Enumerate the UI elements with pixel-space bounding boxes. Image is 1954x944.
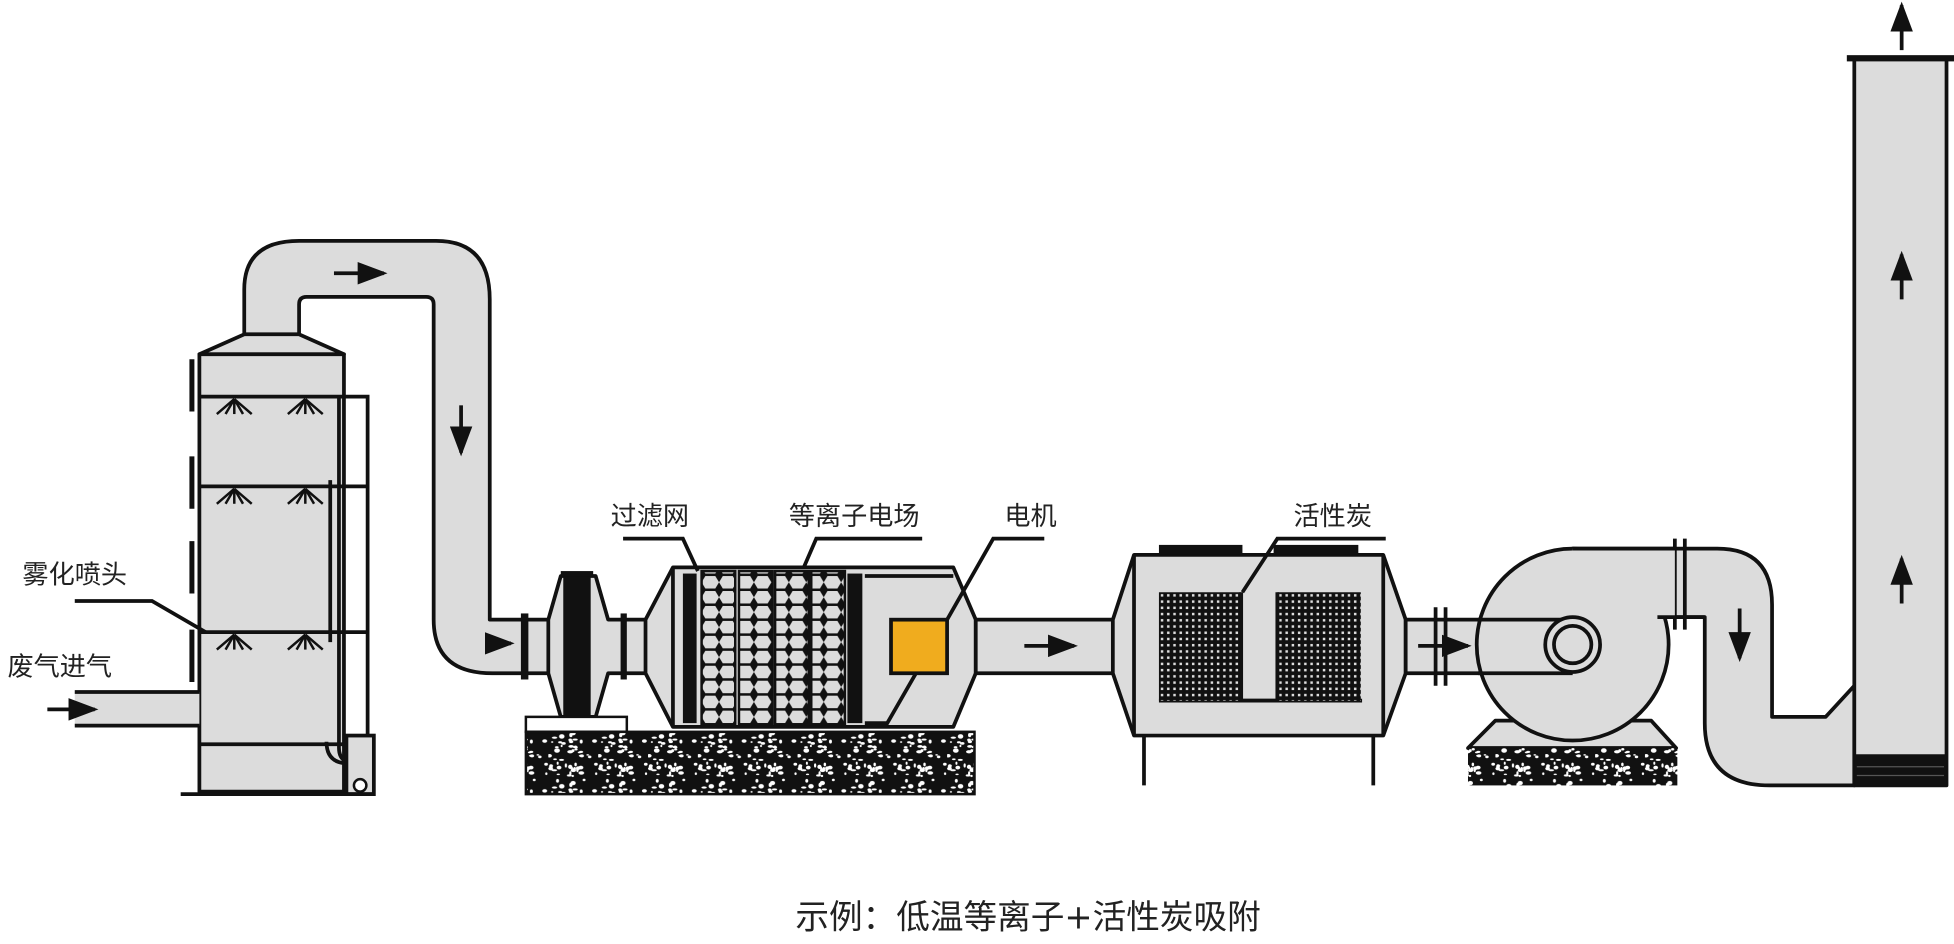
filter-screen bbox=[847, 573, 863, 724]
adsorber-housing bbox=[1110, 553, 1408, 738]
stack-body bbox=[1852, 57, 1949, 788]
fan-base bbox=[1467, 748, 1678, 786]
leader-lines bbox=[74, 536, 1386, 634]
spray-piping bbox=[180, 394, 376, 797]
label-filter: 过滤网 bbox=[611, 502, 689, 532]
label-carbon: 活性炭 bbox=[1294, 502, 1372, 532]
plasma-cell bbox=[737, 569, 774, 726]
label-nozzle: 雾化喷头 bbox=[22, 561, 127, 591]
duct-elbow-top bbox=[242, 238, 526, 676]
carbon-bed bbox=[1277, 592, 1361, 701]
connecting-pipe bbox=[973, 617, 1118, 676]
spray-nozzle-icon bbox=[216, 633, 253, 651]
plasma-cell bbox=[700, 569, 737, 726]
spray-nozzle-icon bbox=[216, 487, 253, 505]
spray-nozzle-icon bbox=[216, 398, 253, 415]
carbon-bed bbox=[1158, 592, 1242, 701]
spray-nozzle-icon bbox=[287, 487, 324, 505]
motor-box bbox=[889, 617, 949, 676]
adsorber-legs bbox=[1142, 735, 1376, 786]
pump-icon bbox=[352, 777, 368, 793]
filter-stand bbox=[524, 715, 629, 734]
centrifugal-fan bbox=[1466, 546, 1705, 786]
exhaust-stack bbox=[1846, 1, 1954, 788]
diagram-caption: 示例：低温等离子+活性炭吸附 bbox=[795, 898, 1260, 937]
filter-screen bbox=[682, 573, 697, 724]
filter-unit bbox=[520, 571, 650, 719]
base-gravel bbox=[524, 730, 976, 796]
plasma-unit bbox=[524, 565, 978, 796]
duct-arrow-icons bbox=[333, 262, 515, 655]
access-cap bbox=[1158, 544, 1243, 555]
tower-body bbox=[197, 352, 346, 794]
stack-rim bbox=[1846, 55, 1954, 62]
access-cap bbox=[1273, 544, 1359, 555]
tower-hood bbox=[197, 332, 346, 357]
plasma-cell bbox=[810, 569, 847, 726]
label-inlet: 废气进气 bbox=[7, 653, 112, 683]
spray-tower bbox=[47, 238, 526, 797]
plasma-cell bbox=[773, 569, 811, 726]
label-plasma: 等离子电场 bbox=[789, 502, 920, 532]
flange bbox=[520, 613, 529, 680]
carbon-adsorber bbox=[1110, 544, 1408, 786]
spray-nozzle-icons bbox=[216, 398, 324, 651]
stack-base bbox=[1854, 754, 1947, 786]
filter-media bbox=[563, 573, 591, 719]
flange bbox=[620, 613, 627, 680]
spray-nozzle-icon bbox=[287, 633, 324, 651]
spray-nozzle-icon bbox=[287, 398, 324, 415]
label-motor: 电机 bbox=[1004, 502, 1056, 532]
